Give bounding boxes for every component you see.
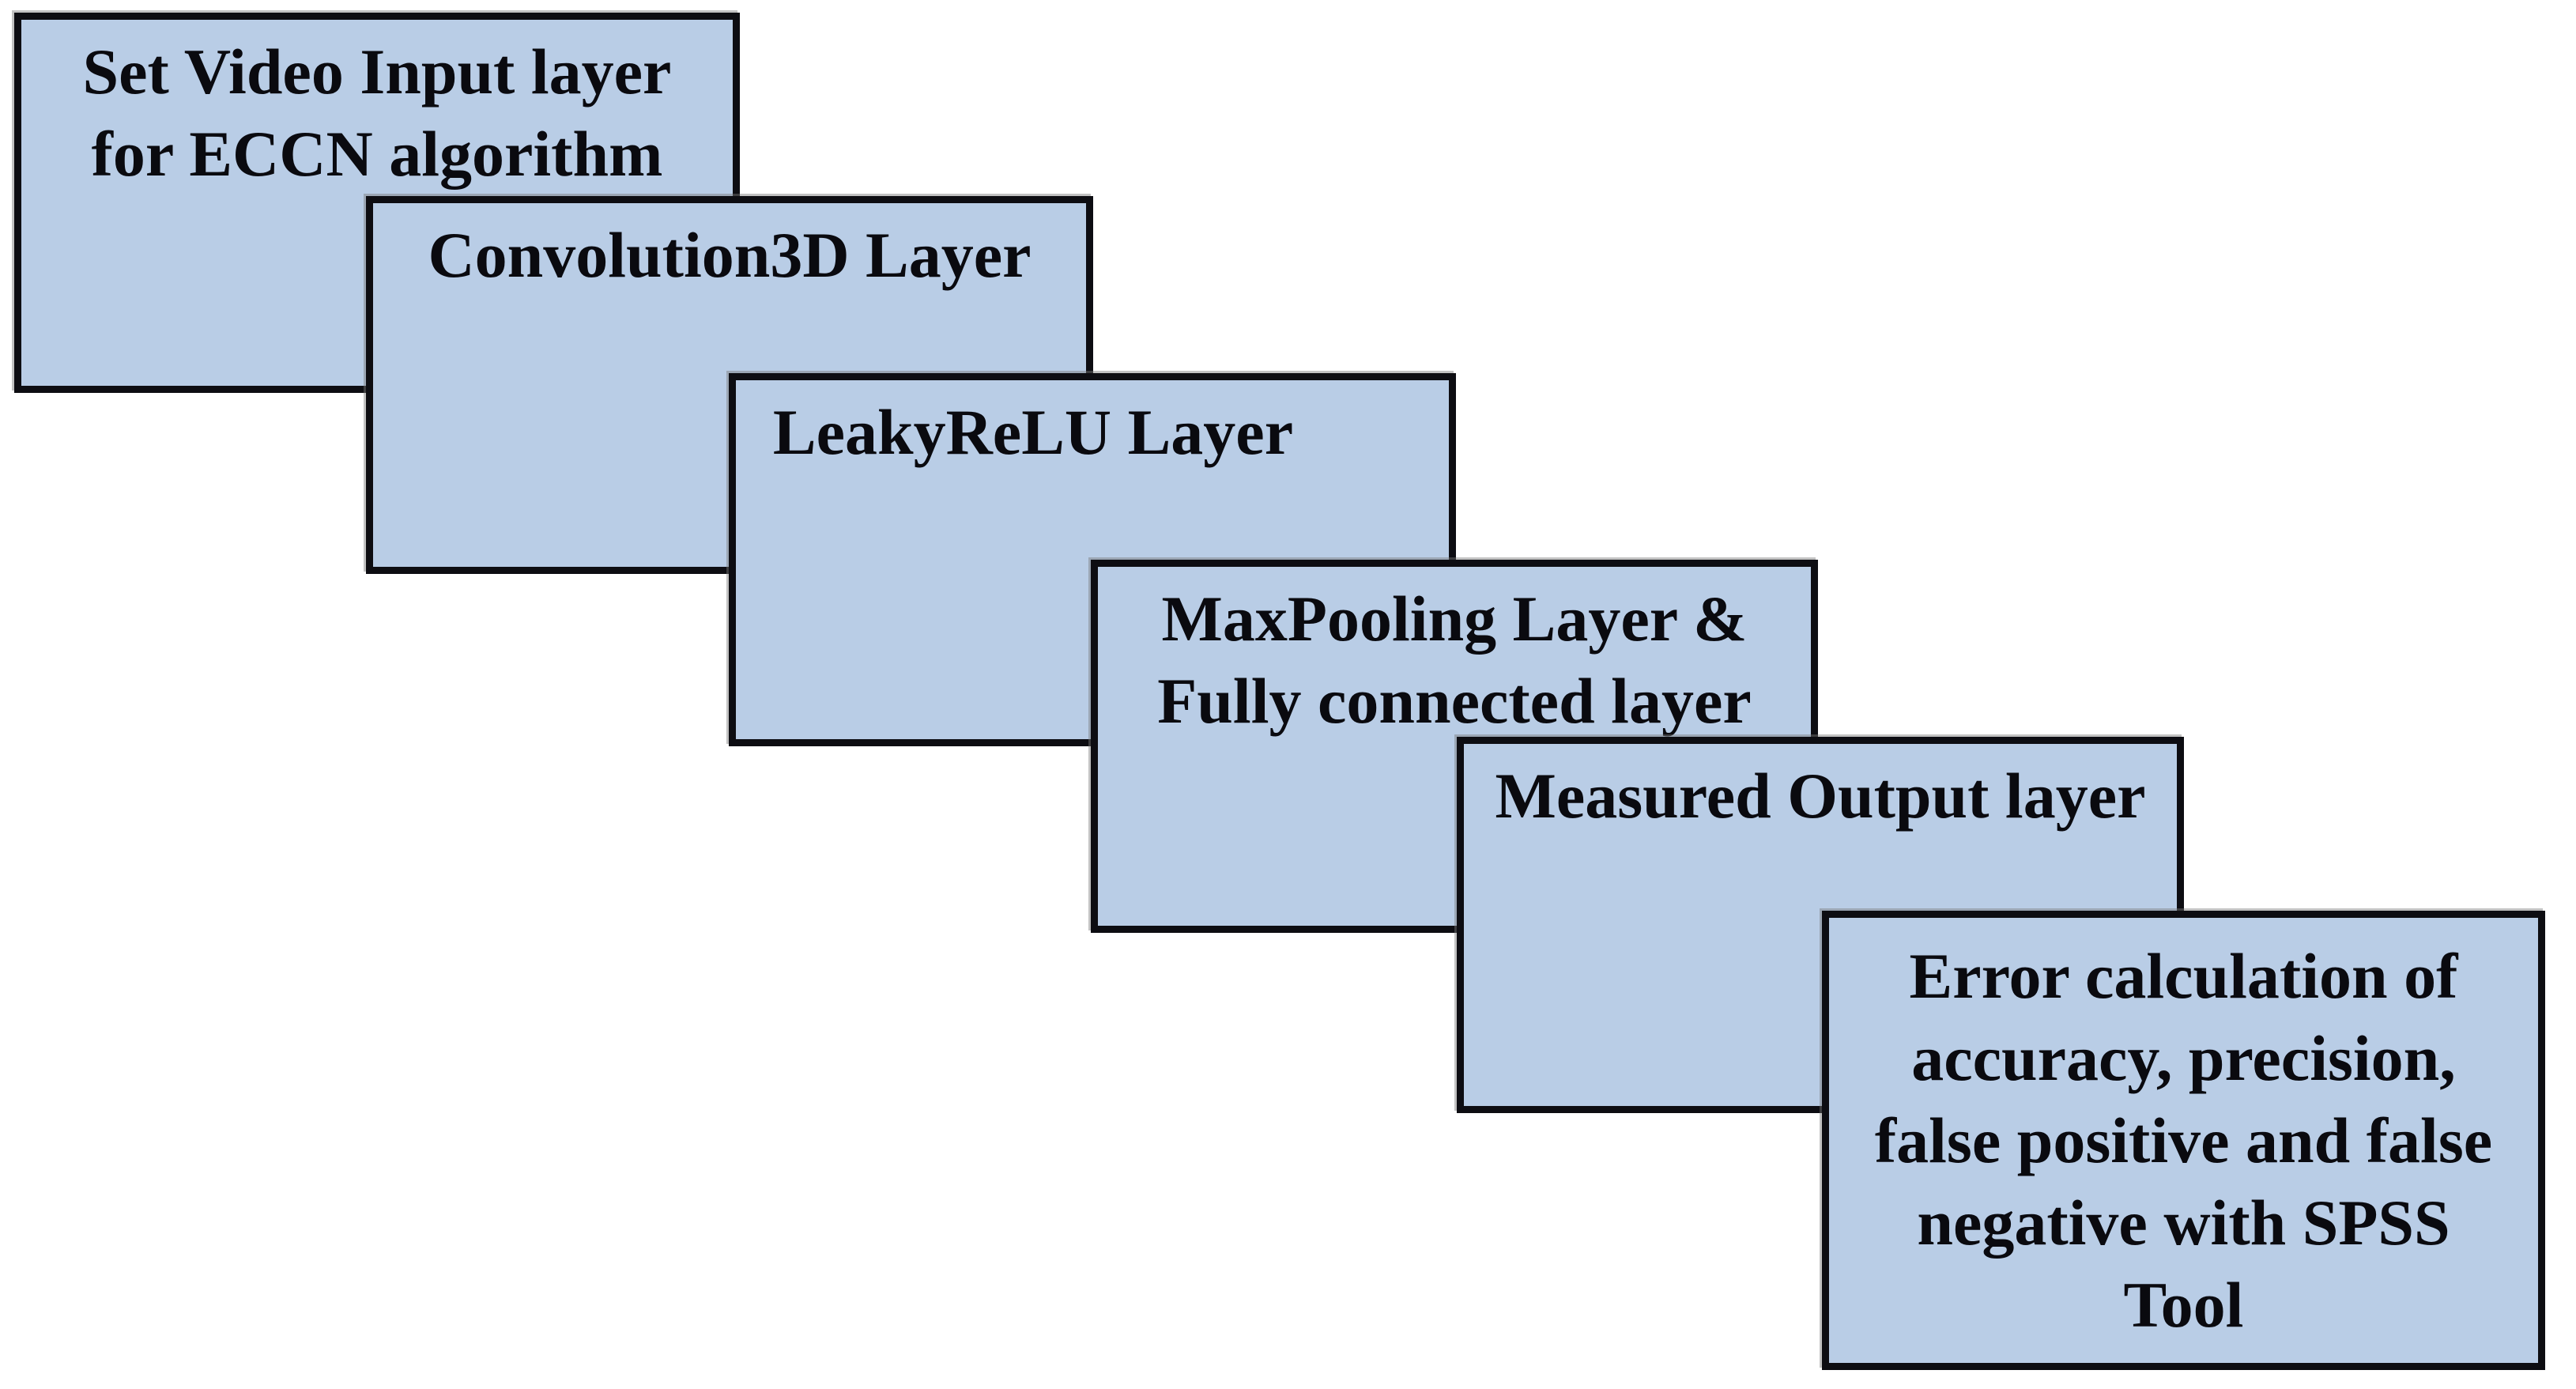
step-label-line: LeakyReLU Layer (772, 396, 1294, 468)
step-label: Measured Output layer (1464, 755, 2177, 837)
step-box-error-calculation: Error calculation of accuracy, precision… (1822, 911, 2545, 1370)
step-label: Convolution3D Layer (373, 214, 1086, 296)
step-label-line: for ECCN algorithm (91, 118, 663, 190)
step-label-line: accuracy, precision, (1911, 1022, 2456, 1094)
step-label-line: false positive and false (1874, 1104, 2493, 1176)
step-label-line: Fully connected layer (1157, 665, 1752, 737)
step-label: Error calculation of accuracy, precision… (1829, 935, 2538, 1346)
step-label-line: Error calculation of (1909, 940, 2458, 1012)
step-label-line: Set Video Input layer (82, 36, 672, 108)
step-label-line: Tool (2123, 1269, 2244, 1341)
step-label-line: negative with SPSS (1917, 1187, 2450, 1259)
step-label-line: Measured Output layer (1495, 760, 2146, 832)
step-label: MaxPooling Layer & Fully connected layer (1098, 578, 1811, 742)
step-label: Set Video Input layer for ECCN algorithm (21, 31, 733, 195)
step-label: LeakyReLU Layer (677, 391, 1390, 474)
step-label-line: Convolution3D Layer (428, 219, 1032, 291)
step-label-line: MaxPooling Layer & (1161, 583, 1748, 655)
